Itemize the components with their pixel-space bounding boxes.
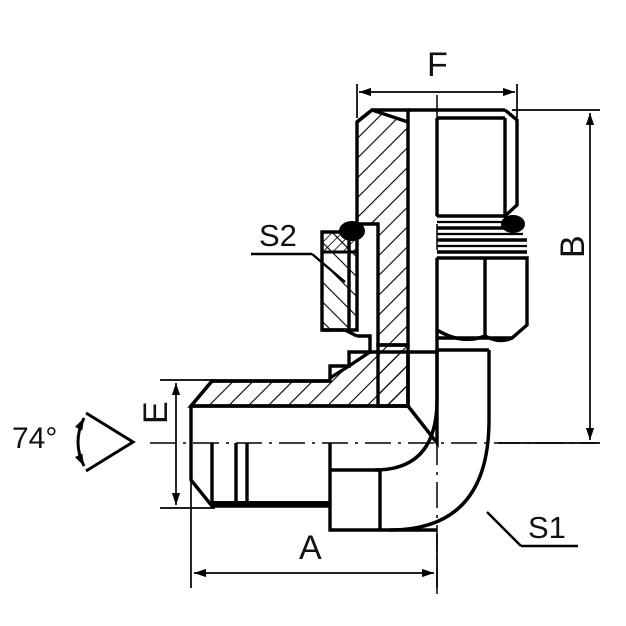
dimension-label-F: F <box>427 46 448 84</box>
dimension-A <box>190 482 438 588</box>
callout-label-s2: S2 <box>259 218 297 253</box>
callout-leader-S1 <box>486 511 578 548</box>
callout-label-s1: S1 <box>528 510 566 545</box>
cone-angle-arc <box>74 417 86 467</box>
horizontal-arm-section-upper <box>187 350 410 408</box>
dimension-label-B: B <box>554 235 592 258</box>
horizontal-arm-swivel-step <box>330 468 382 530</box>
callout-pointer-S2 <box>311 253 346 283</box>
vertical-port-thread-right <box>437 108 519 218</box>
o-ring-right-bead <box>501 215 525 233</box>
elbow-wedge-fill <box>376 343 410 408</box>
dimension-F <box>356 84 518 118</box>
vertical-port-thread-rings-thin <box>437 220 527 248</box>
dimension-B <box>498 109 600 444</box>
seal-block-edges <box>322 232 358 338</box>
callout-pointer-S1 <box>486 511 522 547</box>
body-step-profile <box>328 334 372 378</box>
cone-angle-wedge <box>85 411 136 473</box>
vertical-port-section-wall <box>355 108 410 347</box>
o-ring-left-bead <box>339 221 365 241</box>
vertical-port-bore <box>408 108 505 216</box>
horizontal-arm-upper-outline <box>189 379 408 408</box>
elbow-bend-outer-radius <box>389 362 491 532</box>
horizontal-arm-nut-faces <box>210 443 332 506</box>
dimension-E <box>160 379 215 509</box>
cone-angle-symbol <box>74 411 136 473</box>
dimension-label-E: E <box>137 401 175 424</box>
hex-nut-body <box>435 256 529 340</box>
callout-leader-S2 <box>251 252 346 283</box>
dimension-label-A: A <box>299 529 322 567</box>
hex-nut-base-step <box>437 348 491 362</box>
cone-angle-label: 74° <box>12 422 58 455</box>
elbow-bend-inner-radius <box>374 352 439 472</box>
hex-nut-chamfer-arc <box>436 328 513 343</box>
vertical-port-outline <box>355 108 410 124</box>
